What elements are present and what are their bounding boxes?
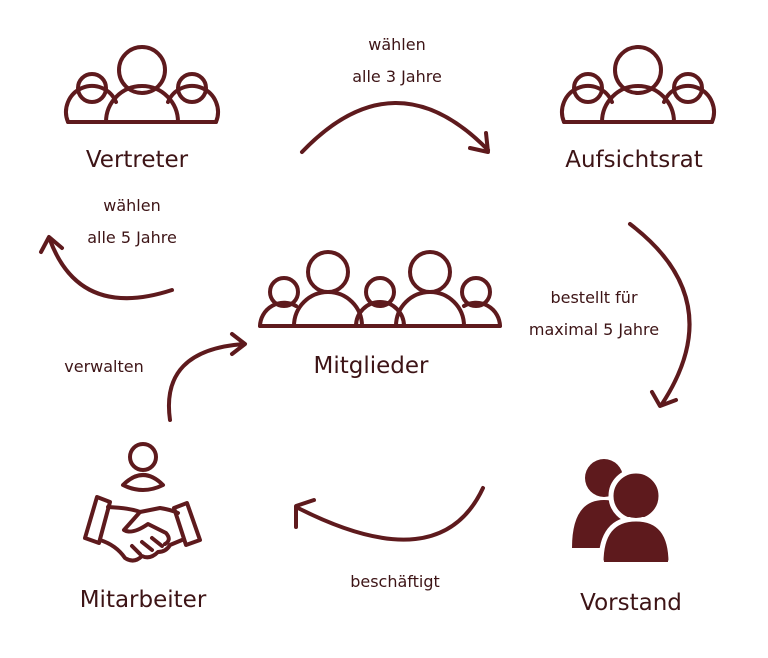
mitglieder-group-icon [258, 250, 502, 328]
edge-label-line: wählen [103, 196, 161, 215]
vorstand-persons-icon [572, 459, 674, 566]
node-label-mitglieder: Mitglieder [313, 353, 429, 379]
edge-label-mitarbeiter-mitglieder: verwalten [64, 357, 144, 376]
edge-label-vertreter-aufsichtsrat: wählen alle 3 Jahre [352, 29, 442, 93]
edge-label-line: wählen [368, 35, 426, 54]
edge-label-mitglieder-vertreter: wählen alle 5 Jahre [87, 190, 177, 254]
node-label-vertreter: Vertreter [85, 147, 189, 173]
node-label-vorstand: Vorstand [580, 590, 682, 616]
edge-label-aufsichtsrat-vorstand: bestellt für maximal 5 Jahre [529, 282, 659, 346]
arrow-aufsichtsrat-vorstand [628, 222, 692, 408]
arrow-vertreter-aufsichtsrat [300, 101, 490, 154]
edge-label-line: maximal 5 Jahre [528, 320, 660, 339]
edge-label-vorstand-mitarbeiter: beschäftigt [350, 572, 440, 591]
arrow-vorstand-mitarbeiter [294, 486, 485, 542]
node-label-mitarbeiter: Mitarbeiter [79, 587, 207, 613]
mitarbeiter-handshake-icon [83, 442, 202, 563]
vertreter-group-icon [64, 45, 220, 124]
edge-label-line: bestellt für [550, 288, 638, 307]
edge-label-line: alle 5 Jahre [87, 228, 177, 247]
aufsichtsrat-group-icon [560, 45, 716, 124]
node-label-aufsichtsrat: Aufsichtsrat [565, 147, 703, 173]
edge-label-line: alle 3 Jahre [352, 67, 442, 86]
arrow-mitarbeiter-mitglieder [166, 332, 247, 422]
arrow-mitglieder-vertreter [39, 235, 174, 301]
